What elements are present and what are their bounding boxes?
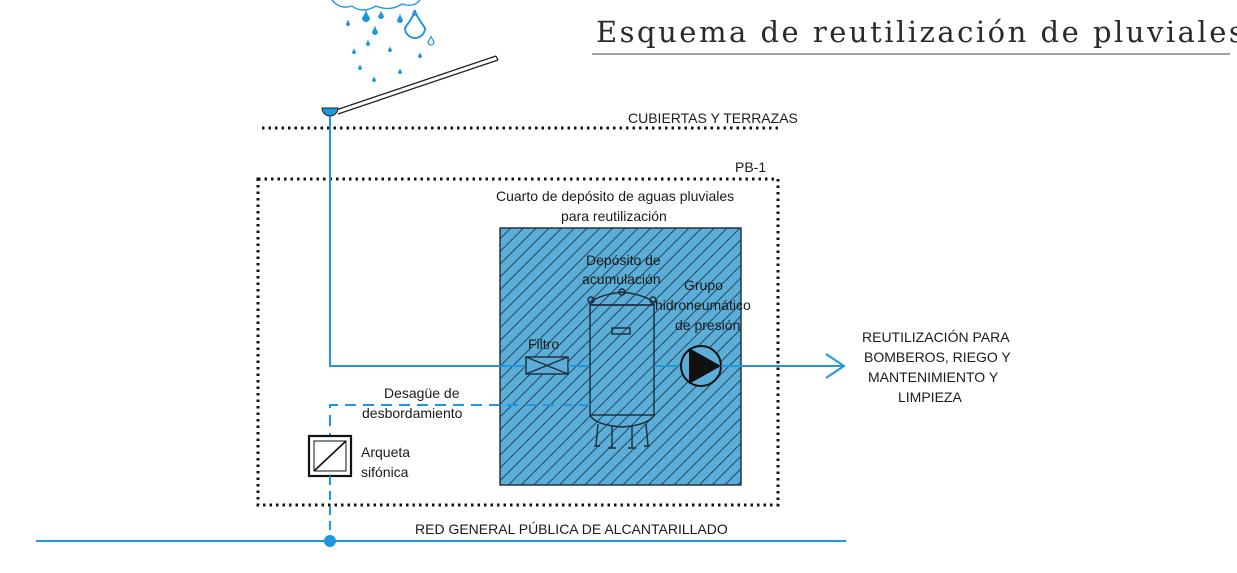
gutter-icon [321, 107, 339, 117]
overflow-label-line1: Desagüe de [384, 385, 460, 401]
junction-node-icon [324, 535, 336, 547]
diagram-title: Esquema de reutilización de pluviales [596, 15, 1237, 49]
filter-label: Filtro [528, 336, 559, 352]
pb1-boundary [256, 177, 780, 507]
tank-label-line1: Depósito de [586, 252, 661, 268]
tank-label-line2: acumulación [582, 271, 661, 287]
pump-label-line2: hidroneumático [655, 297, 751, 313]
roof-level-label: CUBIERTAS Y TERRAZAS [628, 110, 798, 126]
pump-icon [680, 345, 722, 387]
tank-room-title-line1: Cuarto de depósito de aguas pluviales [496, 188, 734, 204]
downpipe [329, 116, 526, 367]
pump-label-line1: Grupo [684, 277, 723, 293]
reuse-label-line4: LIMPIEZA [898, 389, 962, 405]
reuse-label-line3: MANTENIMIENTO Y [868, 369, 999, 385]
reuse-label-line1: REUTILIZACIÓN PARA [862, 329, 1010, 345]
roof-slope [335, 55, 499, 115]
overflow-drain-pipe [329, 404, 590, 436]
overflow-label-line2: desbordamiento [362, 405, 463, 421]
siphon-trap-icon [307, 434, 353, 478]
tank-icon [587, 288, 657, 449]
siphon-label-line1: Arqueta [361, 444, 410, 460]
rain-cloud-icon [331, 0, 435, 82]
siphon-label-line2: sifónica [361, 464, 409, 480]
reuse-label-line2: BOMBEROS, RIEGO Y [864, 349, 1011, 365]
pump-label-line3: de presión [675, 317, 740, 333]
filter-icon [525, 356, 569, 375]
pb1-label: PB-1 [735, 159, 766, 175]
reuse-arrow-icon [825, 353, 846, 379]
tank-room-title-line2: para reutilización [561, 208, 667, 224]
public-sewer-label: RED GENERAL PÚBLICA DE ALCANTARILLADO [415, 521, 728, 537]
